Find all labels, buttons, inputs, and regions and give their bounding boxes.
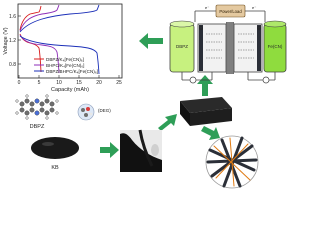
kb-label: KB [51, 165, 59, 171]
carbon-electrode-block [180, 97, 232, 126]
scheme-diagram: 1.6 1.2 0.8 Voltage (V) 0 5 10 15 20 25 … [3, 3, 287, 189]
arrow-slurry-to-electrode [158, 114, 177, 131]
chart-legend: DBPZ/K₄[Fe(CN)₆] BHPC/K₄[Fe(CN)₆] DBPZ/B… [34, 57, 98, 74]
arrow-electrode-to-cell [197, 75, 213, 96]
ytick-3: 0.8 [9, 62, 16, 68]
curve-dbpz-charge [19, 5, 42, 31]
flow-cell-schematic: Power/Load e⁻ e⁻ DBPZ Fe(CN) [169, 4, 287, 84]
right-tank-label: Fe(CN) [268, 44, 283, 49]
right-pump [262, 76, 270, 84]
left-pump [189, 76, 197, 84]
solvent-droplet [77, 103, 95, 121]
arrow-electrode-to-fiber [201, 126, 220, 140]
x-axis-label: Capacity (mAh) [51, 87, 89, 93]
xtick-10: 10 [56, 80, 62, 86]
y-axis-label: Voltage (V) [3, 27, 9, 54]
electron-left-label: e⁻ [205, 5, 209, 10]
power-load-box [215, 4, 246, 18]
legend-label-dbpz: DBPZ/K₄[Fe(CN)₆] [46, 57, 84, 62]
curve-mix-charge [19, 4, 100, 33]
curve-bhpc-charge [19, 4, 60, 32]
xtick-5: 5 [38, 80, 41, 86]
xtick-25: 25 [116, 80, 122, 86]
left-tank-label: DBPZ [176, 44, 188, 49]
dbpz-molecule [15, 94, 59, 120]
xtick-0: 0 [18, 80, 21, 86]
dbpz-label: DBPZ [30, 124, 45, 130]
voltage-capacity-chart: 1.6 1.2 0.8 Voltage (V) 0 5 10 15 20 25 … [3, 3, 123, 93]
electron-right-label: e⁻ [252, 5, 256, 10]
arrow-kb-to-slurry [100, 142, 119, 158]
legend-label-mix: DBPZ/BHPC/K₄[Fe(CN)₆] [46, 69, 98, 74]
kb-carbon-pile [31, 137, 79, 159]
arrow-cell-to-chart [139, 33, 163, 49]
xtick-15: 15 [76, 80, 82, 86]
power-load-label: Power/Load [219, 9, 242, 14]
xtick-20: 20 [96, 80, 102, 86]
curve-mix-discharge [19, 35, 100, 75]
negative-terminal: ⊖ [198, 26, 203, 32]
positive-terminal: ⊕ [256, 26, 261, 32]
ytick-2: 1.2 [9, 38, 16, 44]
ytick-1: 1.6 [9, 14, 16, 20]
fiber-network-zoom [205, 135, 259, 189]
curve-bhpc-discharge [19, 34, 60, 74]
solvent-label: (DEG) [98, 108, 111, 113]
legend-label-bhpc: BHPC/K₄[Fe(CN)₆] [46, 63, 84, 68]
ink-slurry-photo [120, 129, 162, 172]
